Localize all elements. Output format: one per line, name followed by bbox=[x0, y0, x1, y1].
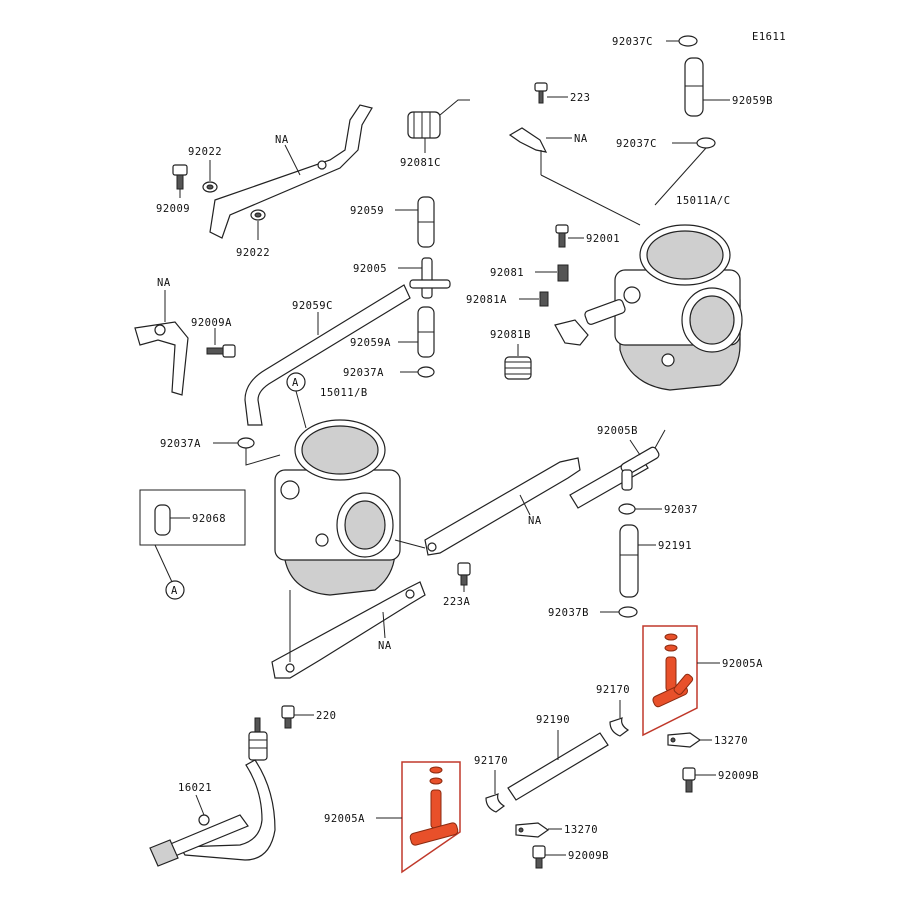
callout-220: 220 bbox=[316, 710, 336, 722]
callout-92059a: 92059A bbox=[350, 337, 391, 349]
callout-92022-bot: 92022 bbox=[236, 247, 270, 259]
bolt-92009-top bbox=[172, 164, 188, 198]
callout-92191: 92191 bbox=[658, 540, 692, 552]
callout-92059: 92059 bbox=[350, 205, 384, 217]
hose-92059c bbox=[244, 284, 411, 426]
callout-92081b: 92081B bbox=[490, 329, 531, 341]
plate-13270-right bbox=[667, 732, 712, 748]
callout-92170-left: 92170 bbox=[474, 755, 508, 767]
callout-92037c-top: 92037C bbox=[612, 36, 653, 48]
spring-92081c bbox=[407, 99, 470, 153]
callout-92081a: 92081A bbox=[466, 294, 507, 306]
callout-92005b: 92005B bbox=[597, 425, 638, 437]
callout-92037b: 92037B bbox=[548, 607, 589, 619]
callout-92005: 92005 bbox=[353, 263, 387, 275]
callout-92009b-right: 92009B bbox=[718, 770, 759, 782]
cap-92037a-left bbox=[213, 437, 281, 466]
clamp-92170-left bbox=[485, 770, 506, 813]
diagram-code: E1611 bbox=[752, 31, 786, 43]
callout-92081: 92081 bbox=[490, 267, 524, 279]
spring-92081 bbox=[535, 264, 569, 282]
hose-92191 bbox=[619, 524, 656, 598]
highlight-frame-right bbox=[642, 625, 698, 737]
washer-92022-bot bbox=[250, 209, 266, 240]
hose-92059 bbox=[395, 196, 435, 248]
ref-circle-a-bottom bbox=[165, 580, 185, 600]
spring-92081a bbox=[519, 291, 549, 307]
cap-92037b bbox=[600, 606, 638, 618]
hose-92059a bbox=[398, 306, 435, 358]
callout-na-bracket-top: NA bbox=[574, 133, 588, 145]
plate-na-top bbox=[209, 104, 373, 239]
cable-16021 bbox=[149, 717, 276, 867]
fitting-92005 bbox=[398, 257, 451, 299]
bolt-92009b-left bbox=[532, 845, 566, 869]
callout-92037c-mid: 92037C bbox=[616, 138, 657, 150]
callout-92005a-right: 92005A bbox=[722, 658, 763, 670]
ref-circle-a-top bbox=[286, 372, 307, 429]
callout-15011ac: 15011A/C bbox=[676, 195, 731, 207]
washer-92022-top bbox=[202, 160, 218, 193]
callout-92081c: 92081C bbox=[400, 157, 441, 169]
cap-92037c-mid bbox=[654, 137, 716, 206]
callout-92037a-left: 92037A bbox=[160, 438, 201, 450]
callout-13270-left: 13270 bbox=[564, 824, 598, 836]
callout-92001: 92001 bbox=[586, 233, 620, 245]
carburetor-15011ac bbox=[614, 224, 743, 391]
bolt-92009a bbox=[206, 328, 236, 358]
callout-a-bottom: A bbox=[171, 585, 178, 597]
screw-223 bbox=[534, 82, 568, 104]
linkage-rod-right bbox=[554, 299, 626, 346]
callout-92170-right: 92170 bbox=[596, 684, 630, 696]
callout-92009-top: 92009 bbox=[156, 203, 190, 215]
callout-223: 223 bbox=[570, 92, 590, 104]
callout-92009b-left: 92009B bbox=[568, 850, 609, 862]
callout-223a: 223A bbox=[443, 596, 470, 608]
hose-92059b bbox=[684, 57, 730, 117]
callout-na-plate-top: NA bbox=[275, 134, 289, 146]
callout-na-mid: NA bbox=[528, 515, 542, 527]
fitting-92005b bbox=[569, 429, 666, 509]
bolt-92009b-right bbox=[682, 767, 716, 793]
callout-92037: 92037 bbox=[664, 504, 698, 516]
callout-92022-top: 92022 bbox=[188, 146, 222, 158]
fitting-92005a-left[interactable] bbox=[376, 766, 459, 846]
callout-92068: 92068 bbox=[192, 513, 226, 525]
fitting-92005a-right[interactable] bbox=[652, 633, 720, 708]
callout-16021: 16021 bbox=[178, 782, 212, 794]
callout-92059b: 92059B bbox=[732, 95, 773, 107]
clamp-92170-right bbox=[609, 700, 630, 737]
hose-92190 bbox=[507, 730, 609, 801]
plate-na-mid bbox=[394, 457, 581, 556]
carburetor-15011b bbox=[274, 419, 401, 596]
plate-na-lower bbox=[271, 581, 426, 679]
callout-na-left: NA bbox=[157, 277, 171, 289]
screw-223a bbox=[457, 562, 471, 592]
callout-92190: 92190 bbox=[536, 714, 570, 726]
bracket-na-left bbox=[134, 290, 189, 396]
plate-13270-left bbox=[515, 822, 562, 838]
bolt-220 bbox=[281, 705, 314, 729]
spring-92081b bbox=[504, 344, 532, 380]
callout-92059c: 92059C bbox=[292, 300, 333, 312]
callout-na-lower: NA bbox=[378, 640, 392, 652]
callout-13270-right: 13270 bbox=[714, 735, 748, 747]
callout-92005a-left: 92005A bbox=[324, 813, 365, 825]
bracket-na-top bbox=[508, 127, 641, 226]
highlight-frame-left bbox=[401, 761, 461, 874]
cap-92037c-top bbox=[666, 35, 698, 47]
box-92068 bbox=[139, 489, 246, 583]
cap-92037 bbox=[618, 503, 662, 515]
callout-92009a: 92009A bbox=[191, 317, 232, 329]
cap-92037a-mid bbox=[400, 366, 435, 378]
screw-92001 bbox=[555, 224, 584, 248]
callout-92037a-mid: 92037A bbox=[343, 367, 384, 379]
callout-a-top: A bbox=[292, 377, 299, 389]
callout-15011b: 15011/B bbox=[320, 387, 368, 399]
